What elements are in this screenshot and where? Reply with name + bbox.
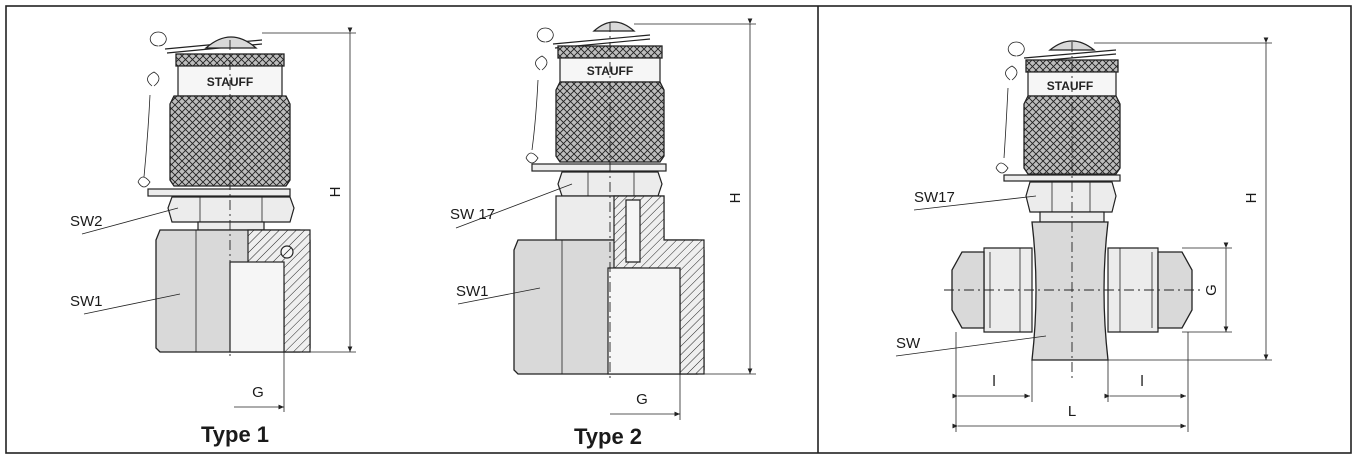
tee-sw-label: SW <box>896 335 921 352</box>
type1-height-label: H <box>327 187 344 198</box>
type2-thread-label: G <box>636 391 648 408</box>
type1-sw2-label: SW2 <box>70 213 103 230</box>
type2-fitting-drawing: STAUFF H G SW 17 SW1 Type 2 <box>450 18 756 449</box>
type2-sw17-label: SW 17 <box>450 206 495 223</box>
type1-caption: Type 1 <box>201 422 269 447</box>
type1-thread-label: G <box>252 384 264 401</box>
type2-sw1-label: SW1 <box>456 283 489 300</box>
drawing-border <box>5 5 1352 454</box>
tee-brand-text: STAUFF <box>1047 79 1093 93</box>
type2-height-label: H <box>727 193 744 204</box>
tee-thread-label: G <box>1203 284 1220 296</box>
type1-fitting-drawing: STAUFF H G SW2 SW1 Type 1 <box>70 27 356 447</box>
tee-length-total-label: L <box>1068 403 1076 420</box>
tee-fitting-drawing: STAUFF H G l <box>895 37 1272 432</box>
type2-caption: Type 2 <box>574 424 642 449</box>
tee-sw17-label: SW17 <box>914 189 955 206</box>
tee-length-left-label: l <box>992 373 995 390</box>
tee-length-right-label: l <box>1140 373 1143 390</box>
type1-sw1-label: SW1 <box>70 293 103 310</box>
tee-height-label: H <box>1243 193 1260 204</box>
